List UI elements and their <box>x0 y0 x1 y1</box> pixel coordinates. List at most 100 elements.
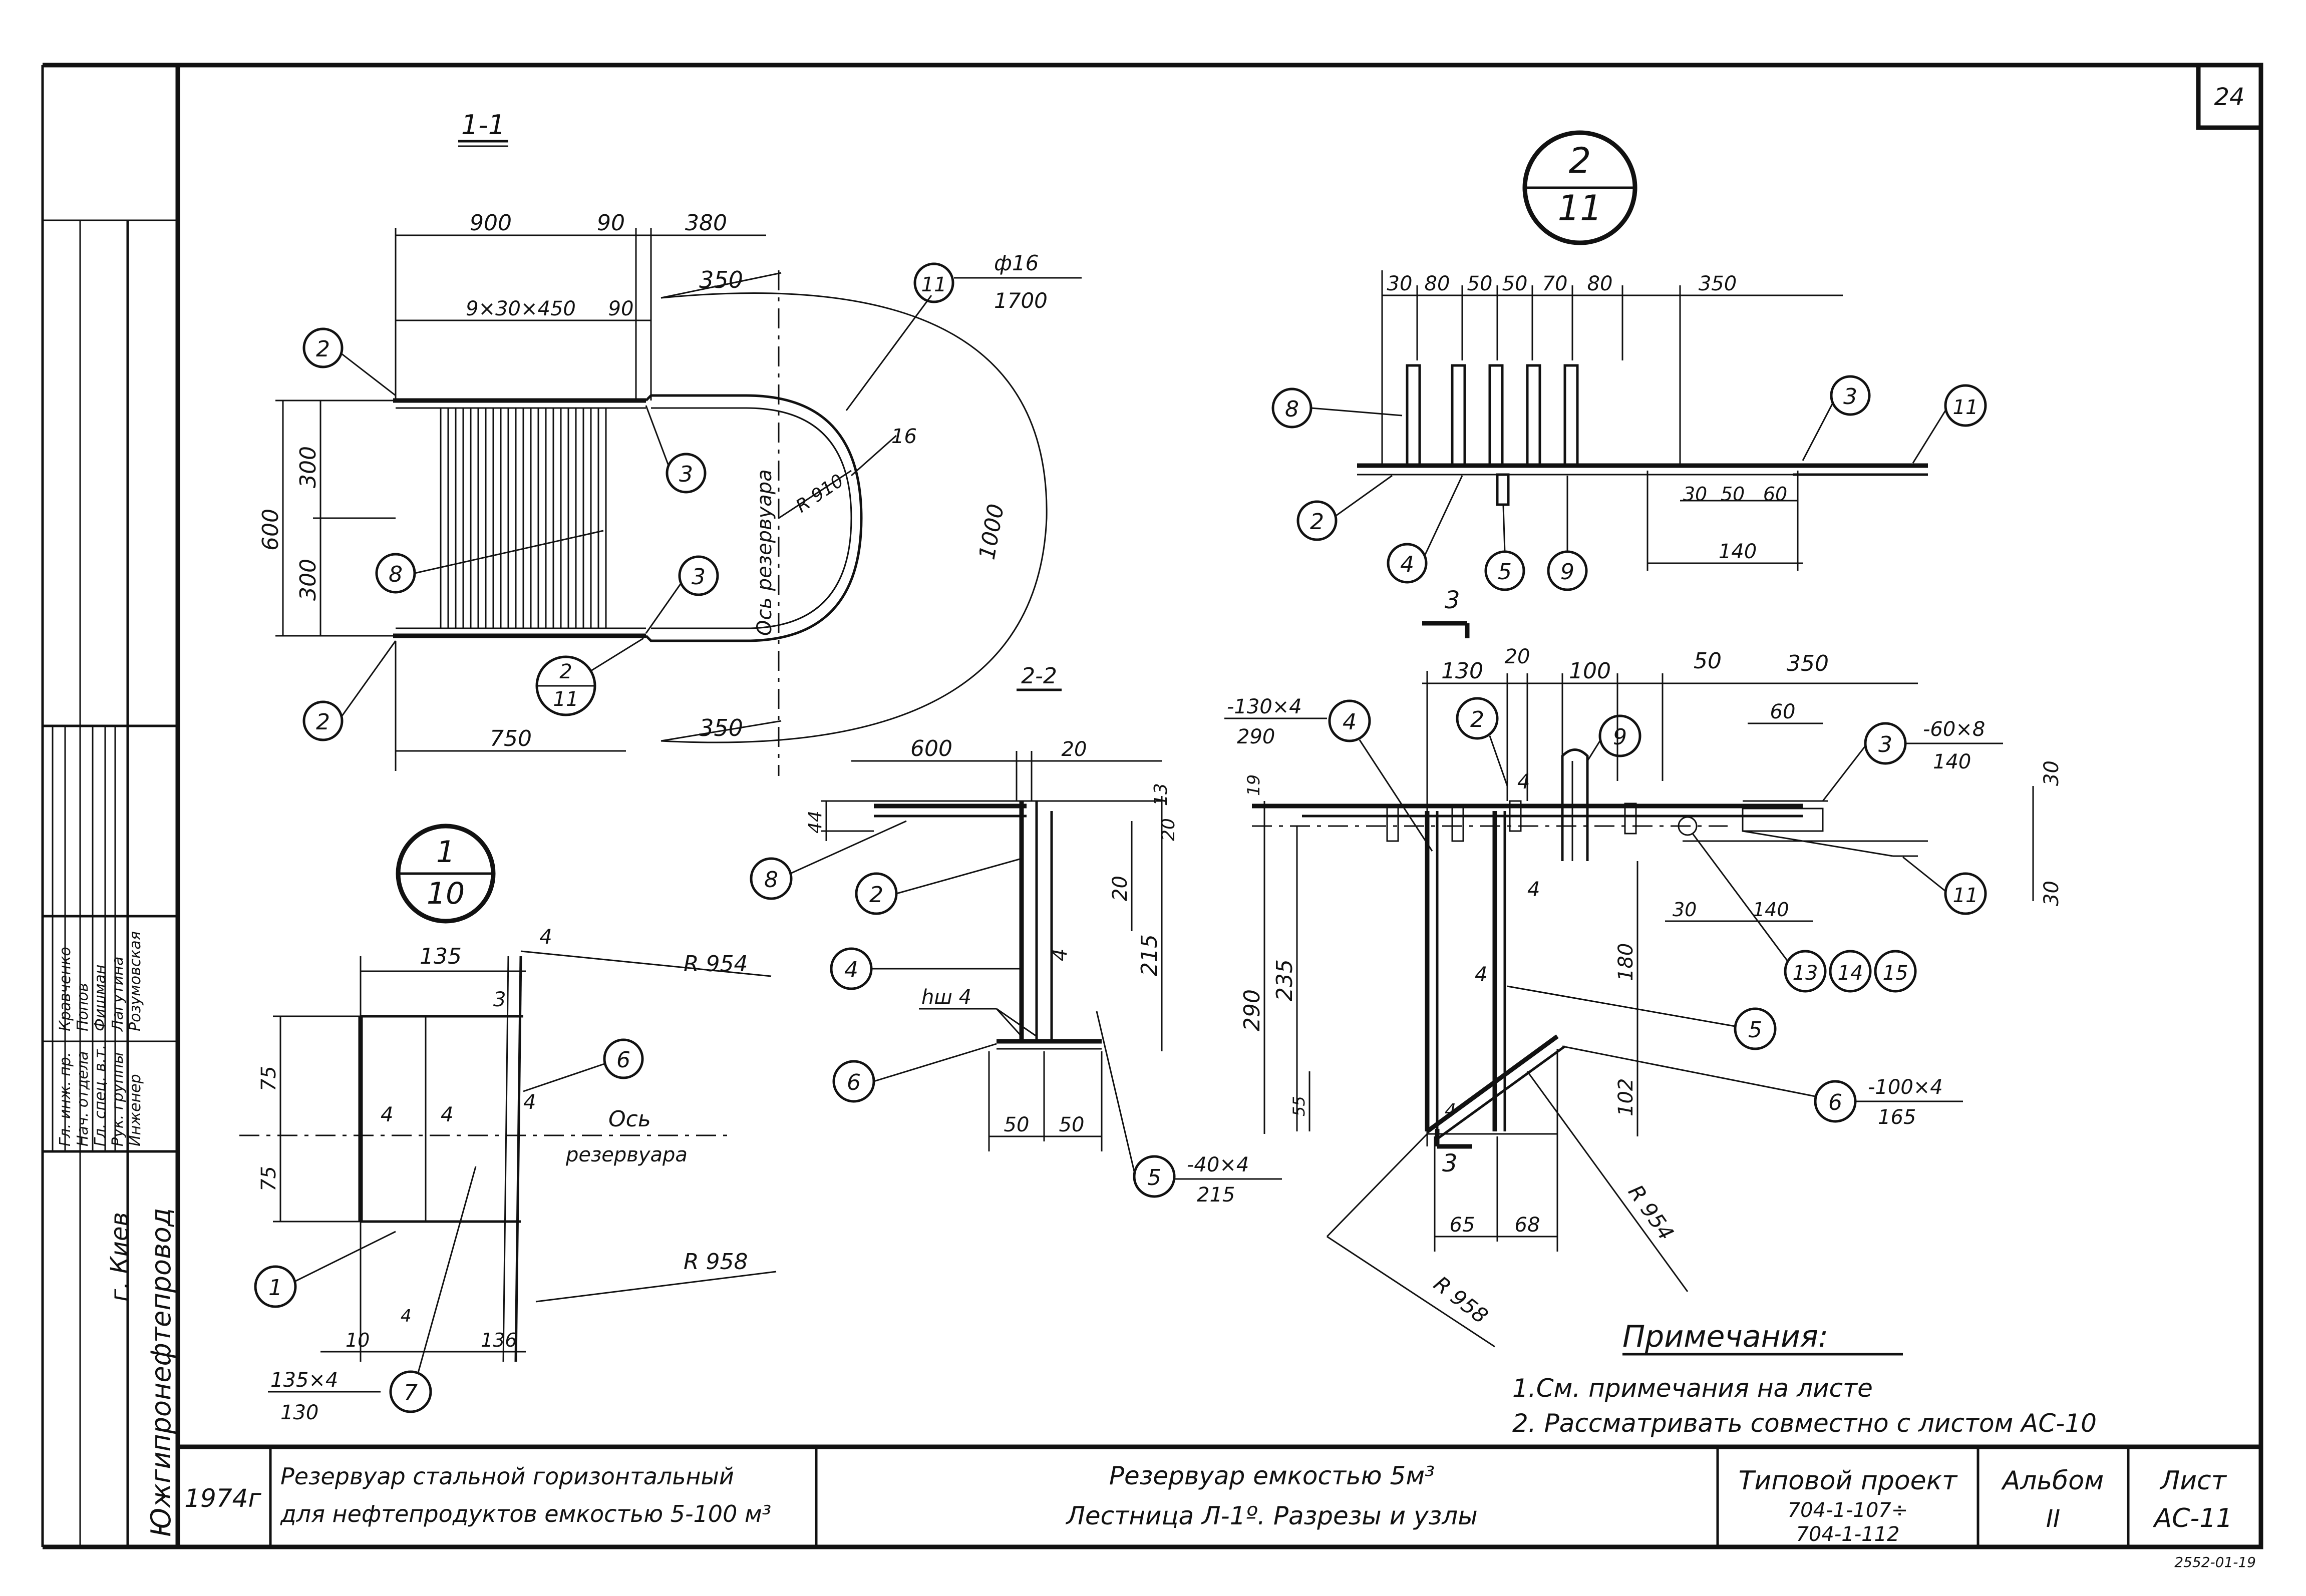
node-2-11-bottom: 11 <box>1557 188 1602 229</box>
s33-dim-180: 180 <box>1614 943 1637 981</box>
s33-mark-bottom: 3 <box>1442 1149 1458 1177</box>
callout-3-bottom: 3 <box>692 564 706 590</box>
dim-300-a: 300 <box>295 446 321 488</box>
stamp-name-3: Фишман <box>92 965 109 1031</box>
dim-1000: 1000 <box>974 502 1010 562</box>
s33-dim-68: 68 <box>1515 1214 1540 1237</box>
page-number-box: 24 <box>2196 63 2263 130</box>
tb-project-code-2: 704-1-112 <box>1796 1523 1899 1546</box>
dim-90: 90 <box>597 210 625 236</box>
sheet-frame <box>41 63 2263 1549</box>
s33-plate3-bottom: 140 <box>1933 750 1971 773</box>
section-1-1-title: 1-1 <box>461 109 505 141</box>
n110-dim-135: 135 <box>420 944 462 969</box>
s33-plate4-top: -130×4 <box>1227 695 1302 718</box>
s22-weld-4: 4 <box>1049 949 1072 961</box>
dim-380: 380 <box>685 210 727 236</box>
s33-dim-350: 350 <box>1787 651 1829 676</box>
n211-dim-50-a: 50 <box>1467 272 1493 295</box>
s33-dim-102: 102 <box>1614 1078 1637 1116</box>
s33-dim-50: 50 <box>1694 648 1722 674</box>
section-2-2-title: 2-2 <box>1021 663 1057 689</box>
section-3-3: 3 130 20 100 50 350 60 <box>1224 586 2063 1348</box>
s22-dim-20-c: 20 <box>1109 876 1132 901</box>
tb-album-value: II <box>2046 1505 2060 1533</box>
stamp-name-2: Попов <box>74 983 92 1031</box>
grating-bars <box>440 408 607 628</box>
node-1-10-top: 1 <box>436 835 455 870</box>
n110-weld-4-b: 4 <box>441 1103 453 1126</box>
dim-350-top: 350 <box>699 266 743 293</box>
s33-weld-4-a: 4 <box>1517 770 1530 793</box>
n110-r958: R 958 <box>684 1249 748 1275</box>
stamp-role-4: Рук. группы <box>109 1052 127 1146</box>
s33-plate4-bottom: 290 <box>1237 725 1275 748</box>
s22-dim-50-b: 50 <box>1059 1113 1085 1136</box>
callout-11: 11 <box>921 273 947 296</box>
tb-year: 1974г <box>184 1484 261 1513</box>
stamp-name-5: Розумовская <box>127 931 144 1031</box>
n110-dim-4-top: 4 <box>539 926 552 949</box>
tb-sheet-value: АС-11 <box>2153 1503 2233 1533</box>
tb-drawing-2: Лестница Л-1º. Разрезы и узлы <box>1065 1501 1477 1530</box>
s33-dim-60: 60 <box>1770 700 1796 723</box>
n211-callout-4: 4 <box>1400 552 1414 577</box>
dim-750: 750 <box>490 726 532 751</box>
s33-dim-30-a: 30 <box>2040 760 2063 786</box>
n211-callout-9: 9 <box>1560 559 1574 585</box>
s22-weld-h: hш 4 <box>921 986 971 1009</box>
n110-dim-136: 136 <box>481 1329 517 1351</box>
tb-drawing-1: Резервуар емкостью 5м³ <box>1109 1461 1435 1490</box>
s22-callout-6: 6 <box>847 1070 861 1095</box>
n110-weld-4-c: 4 <box>523 1091 536 1114</box>
s33-mark-top: 3 <box>1445 586 1460 614</box>
s22-plate-top: -40×4 <box>1187 1153 1249 1176</box>
section-2-2: 2-2 600 20 13 20 20 215 <box>750 663 1282 1207</box>
callout-8: 8 <box>389 562 403 587</box>
s33-dim-140: 140 <box>1753 899 1789 921</box>
s33-callout-5: 5 <box>1748 1017 1762 1043</box>
tb-object-1: Резервуар стальной горизонтальный <box>280 1463 734 1490</box>
dim-300-b: 300 <box>295 559 321 601</box>
s33-callout-4: 4 <box>1343 709 1357 735</box>
dim-900: 900 <box>470 210 512 236</box>
n211-callout-11: 11 <box>1953 396 1979 419</box>
s22-dim-600: 600 <box>910 736 952 761</box>
s22-dim-215: 215 <box>1137 934 1162 976</box>
n211-dim-bottom-60: 60 <box>1763 483 1787 505</box>
n110-dim-75-b: 75 <box>257 1166 280 1191</box>
n211-dim-350: 350 <box>1699 272 1737 295</box>
s33-dim-19: 19 <box>1244 774 1264 796</box>
node-2-11-top: 2 <box>1569 140 1591 181</box>
n110-weld-4-a: 4 <box>381 1103 393 1126</box>
dim-350-bottom: 350 <box>699 714 743 741</box>
s22-callout-4: 4 <box>844 957 858 983</box>
tb-project-label: Типовой проект <box>1739 1466 1958 1496</box>
callout-2-top: 2 <box>316 336 330 362</box>
r910: R 910 <box>792 471 847 517</box>
s33-dim-30-c: 30 <box>1673 899 1697 921</box>
s33-callout-9: 9 <box>1613 724 1627 750</box>
side-stamp: Южгипронефтепровод г. Киев Гл. инж. пр. … <box>43 219 178 1547</box>
s22-dim-20-b: 20 <box>1158 818 1179 841</box>
stamp-role-3: Гл. спец. в.т. <box>92 1045 109 1146</box>
stamp-role-2: Нач. отдела <box>74 1051 92 1146</box>
s22-dim-44: 44 <box>805 811 826 834</box>
n110-callout-6: 6 <box>616 1047 630 1073</box>
note-1: 1.См. примечания на листе <box>1512 1374 1873 1403</box>
callout-2-bottom: 2 <box>316 709 330 735</box>
stamp-role-5: Инженер <box>127 1074 144 1146</box>
rod-dia: ф16 <box>994 251 1039 275</box>
tb-project-code-1: 704-1-107÷ <box>1788 1499 1908 1522</box>
s33-plate6-bottom: 165 <box>1878 1106 1916 1129</box>
n211-dim-70: 70 <box>1542 272 1568 295</box>
n211-dim-30: 30 <box>1387 272 1413 295</box>
s33-callout-3: 3 <box>1878 732 1892 757</box>
dim-steps: 9×30×450 <box>466 297 576 320</box>
tb-album-label: Альбом <box>2001 1466 2104 1496</box>
rod-length: 1700 <box>994 288 1048 313</box>
page-number: 24 <box>2214 83 2244 111</box>
node-ref-top: 2 <box>559 660 572 683</box>
dim-600: 600 <box>258 509 283 551</box>
